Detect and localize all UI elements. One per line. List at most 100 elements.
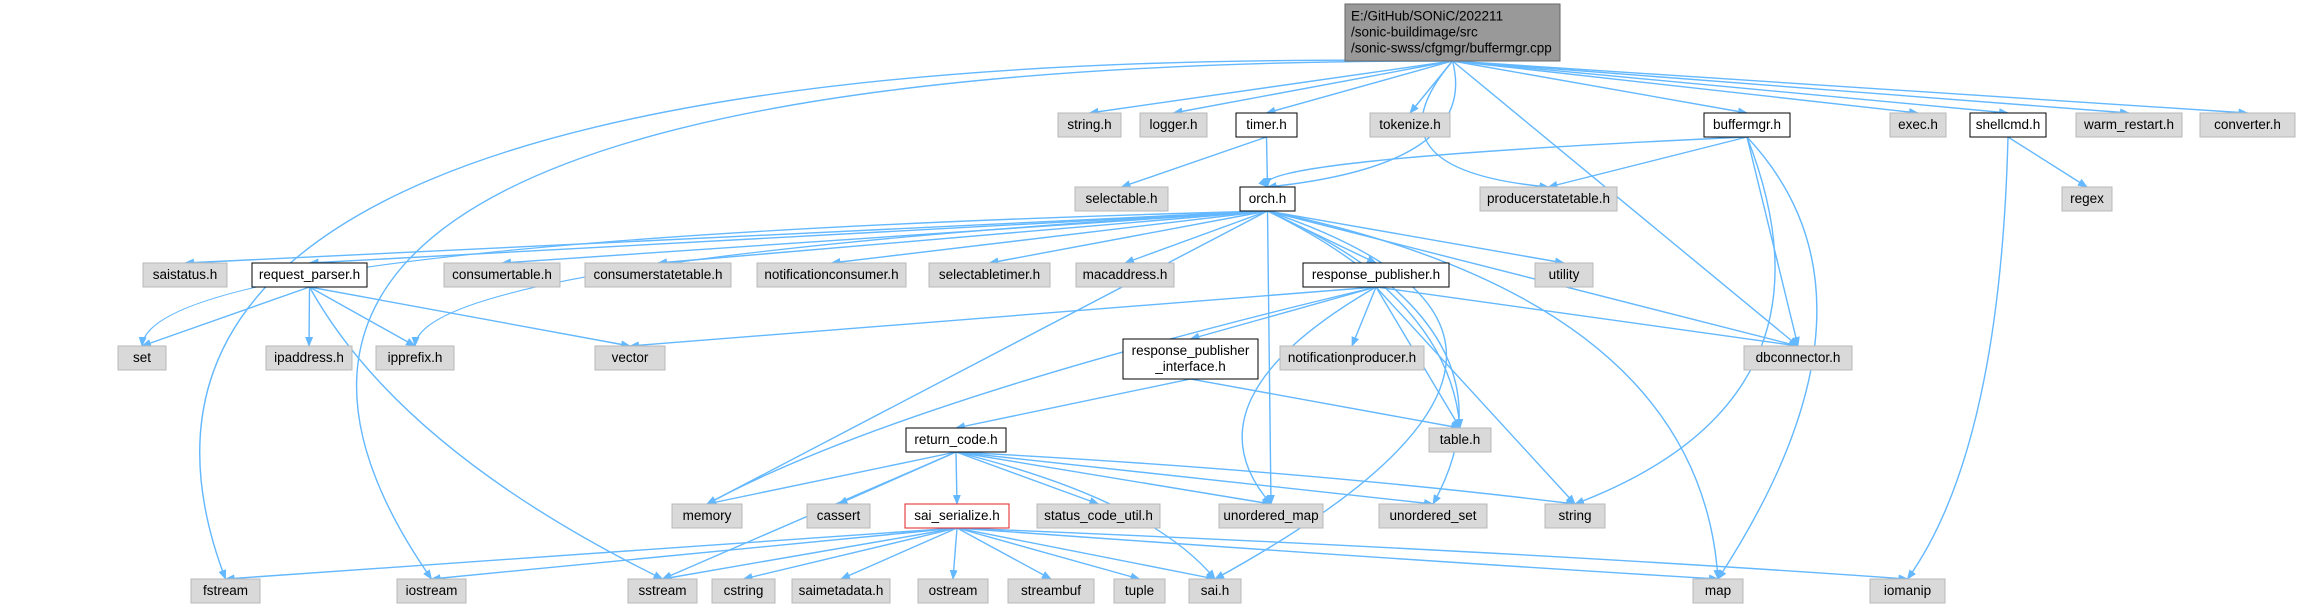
node-root[interactable]: E:/GitHub/SONiC/202211/sonic-buildimage/…: [1344, 3, 1561, 62]
node-box: [756, 262, 907, 288]
node-label: buffermgr.h: [1713, 117, 1781, 132]
node-cassert[interactable]: cassert: [806, 503, 871, 529]
edge-buffermgr_h-to-producerstatetable_h: [1547, 136, 1748, 189]
node-orch-h[interactable]: orch.h: [1239, 186, 1296, 212]
edge-request_parser_h-to-vector: [309, 286, 631, 349]
node-notificationproducer-h[interactable]: notificationproducer.h: [1279, 345, 1425, 371]
edge-return_code_h-to-status_code_util_h: [955, 451, 1100, 505]
node-dbconnector-h[interactable]: dbconnector.h: [1743, 345, 1853, 371]
node-iomanip[interactable]: iomanip: [1869, 578, 1946, 604]
node-consumertable-h[interactable]: consumertable.h: [443, 262, 561, 288]
node-return-code-h[interactable]: return_code.h: [905, 427, 1007, 453]
node-label: warm_restart.h: [2083, 117, 2174, 132]
node-box: [1743, 345, 1853, 371]
node-sai-serialize-h[interactable]: sai_serialize.h: [904, 503, 1010, 529]
node-box: [1239, 186, 1296, 212]
node-box: [443, 262, 561, 288]
node-memory[interactable]: memory: [671, 503, 743, 529]
node-box: [1036, 503, 1161, 529]
node-set[interactable]: set: [117, 345, 167, 371]
edge-sai_serialize_h-to-cstring: [742, 527, 958, 581]
node-macaddress-h[interactable]: macaddress.h: [1075, 262, 1175, 288]
node-unordered-map[interactable]: unordered_map: [1218, 503, 1324, 529]
node-ipaddress-h[interactable]: ipaddress.h: [265, 345, 353, 371]
node-box: [1113, 578, 1166, 604]
node-label: tokenize.h: [1379, 117, 1441, 132]
node-exec-h[interactable]: exec.h: [1889, 112, 1947, 138]
node-logger-h[interactable]: logger.h: [1139, 112, 1208, 138]
node-label: map: [1705, 583, 1731, 598]
node-box: [1075, 262, 1175, 288]
node-label: E:/GitHub/SONiC/202211: [1351, 9, 1503, 24]
node-unordered-set[interactable]: unordered_set: [1378, 503, 1488, 529]
node-layer: E:/GitHub/SONiC/202211/sonic-buildimage/…: [117, 3, 2296, 604]
node-label: fstream: [203, 583, 248, 598]
node-box: [2075, 112, 2183, 138]
node-box: [1122, 338, 1259, 380]
node-map[interactable]: map: [1692, 578, 1744, 604]
edge-layer: [138, 59, 2249, 583]
node-response-publisher-interface-h[interactable]: response_publisher_interface.h: [1122, 338, 1259, 380]
node-box: [584, 262, 732, 288]
node-box: [1057, 112, 1122, 138]
node-box: [1692, 578, 1744, 604]
node-string[interactable]: string: [1544, 503, 1606, 529]
node-warm-restart-h[interactable]: warm_restart.h: [2075, 112, 2183, 138]
node-sai-h[interactable]: sai.h: [1188, 578, 1242, 604]
node-label: logger.h: [1149, 117, 1197, 132]
edge-root-to-orch_h: [1266, 60, 1457, 191]
node-iostream[interactable]: iostream: [396, 578, 467, 604]
node-sstream[interactable]: sstream: [627, 578, 698, 604]
node-box: [594, 345, 666, 371]
node-request-parser-h[interactable]: request_parser.h: [251, 262, 368, 288]
node-cstring[interactable]: cstring: [711, 578, 776, 604]
node-string-h[interactable]: string.h: [1057, 112, 1122, 138]
edge-root-to-logger_h: [1172, 60, 1453, 116]
node-box: [904, 503, 1010, 529]
node-box: [627, 578, 698, 604]
node-selectabletimer-h[interactable]: selectabletimer.h: [928, 262, 1051, 288]
node-ostream[interactable]: ostream: [917, 578, 989, 604]
node-streambuf[interactable]: streambuf: [1007, 578, 1095, 604]
edge-orch_h-to-macaddress_h: [1124, 210, 1268, 264]
node-timer-h[interactable]: timer.h: [1235, 112, 1298, 138]
node-label: status_code_util.h: [1044, 508, 1153, 523]
edge-response_publisher_h-to-memory: [706, 286, 1377, 505]
node-vector[interactable]: vector: [594, 345, 666, 371]
node-box: [142, 262, 228, 288]
node-regex[interactable]: regex: [2061, 186, 2113, 212]
node-box: [2199, 112, 2296, 138]
node-tuple[interactable]: tuple: [1113, 578, 1166, 604]
node-consumerstatetable-h[interactable]: consumerstatetable.h: [584, 262, 732, 288]
node-selectable-h[interactable]: selectable.h: [1074, 186, 1169, 212]
node-box: [1344, 3, 1561, 62]
node-box: [190, 578, 261, 604]
node-buffermgr-h[interactable]: buffermgr.h: [1703, 112, 1791, 138]
node-label: sai.h: [1201, 583, 1230, 598]
node-box: [1218, 503, 1324, 529]
node-tokenize-h[interactable]: tokenize.h: [1369, 112, 1451, 138]
edge-orch_h-to-consumertable_h: [501, 210, 1268, 267]
node-shellcmd-h[interactable]: shellcmd.h: [1969, 112, 2047, 138]
node-box: [1703, 112, 1791, 138]
node-response-publisher-h[interactable]: response_publisher.h: [1302, 262, 1450, 288]
node-label: saimetadata.h: [799, 583, 884, 598]
edge-buffermgr_h-to-dbconnector_h: [1746, 136, 1800, 347]
edge-orch_h-to-table_h: [1267, 210, 1464, 429]
node-saistatus-h[interactable]: saistatus.h: [142, 262, 228, 288]
edge-shellcmd_h-to-regex: [2007, 136, 2088, 188]
node-producerstatetable-h[interactable]: producerstatetable.h: [1479, 186, 1618, 212]
node-box: [671, 503, 743, 529]
node-box: [396, 578, 467, 604]
node-ipprefix-h[interactable]: ipprefix.h: [375, 345, 455, 371]
node-table-h[interactable]: table.h: [1428, 427, 1492, 453]
node-utility[interactable]: utility: [1534, 262, 1594, 288]
edge-sai_serialize_h-to-ostream: [949, 527, 958, 580]
edge-root-to-dbconnector_h: [1452, 60, 1799, 347]
node-notificationconsumer-h[interactable]: notificationconsumer.h: [756, 262, 907, 288]
node-label: ostream: [929, 583, 978, 598]
node-saimetadata-h[interactable]: saimetadata.h: [791, 578, 891, 604]
node-status-code-util-h[interactable]: status_code_util.h: [1036, 503, 1161, 529]
node-converter-h[interactable]: converter.h: [2199, 112, 2296, 138]
node-fstream[interactable]: fstream: [190, 578, 261, 604]
